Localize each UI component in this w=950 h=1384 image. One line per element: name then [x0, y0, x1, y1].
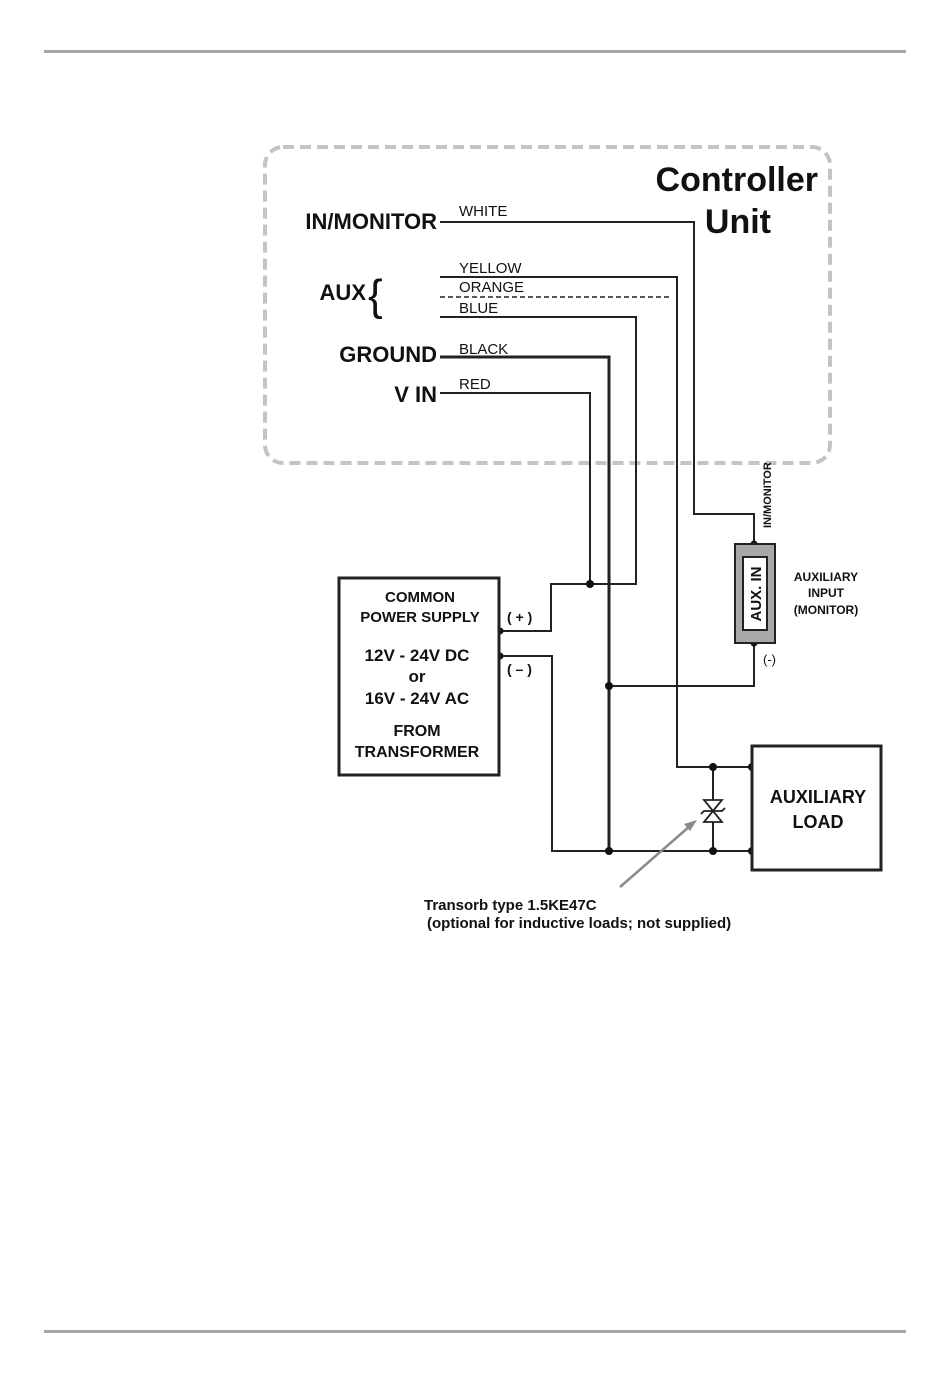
wire-label-black: BLACK	[459, 341, 508, 358]
wire-label-blue: BLUE	[459, 300, 498, 317]
junction-dot	[605, 847, 613, 855]
wire-aux-in-minus	[609, 643, 755, 687]
aux-input-inner	[742, 556, 768, 631]
junction-dot	[605, 682, 613, 690]
psu-plus-label: ( + )	[507, 609, 532, 625]
wire-red	[440, 392, 591, 584]
wire-label-white: WHITE	[459, 203, 507, 220]
terminal-vin-label: V IN	[394, 382, 437, 407]
power-supply-box	[337, 576, 501, 777]
aux-input-desc-line1: AUXILIARY	[794, 570, 858, 584]
psu-line2: POWER SUPPLY	[360, 609, 479, 626]
wire-label-yellow: YELLOW	[459, 260, 522, 277]
aux-input-top-pin-label: IN/MONITOR	[762, 462, 774, 528]
aux-input-desc-line3: (MONITOR)	[794, 603, 858, 617]
wire-label-red: RED	[459, 376, 491, 393]
transorb-note-line2: (optional for inductive loads; not suppl…	[427, 915, 731, 932]
aux-input-minus-label: (-)	[763, 652, 776, 667]
terminal-aux-label: AUX	[320, 280, 367, 305]
junction-dot	[709, 847, 717, 855]
transorb-pointer-line	[619, 825, 691, 888]
controller-title-line1: Controller	[656, 161, 818, 199]
psu-line4: or	[409, 667, 426, 686]
terminal-ground-label: GROUND	[339, 342, 437, 367]
aux-input-desc-line2: INPUT	[808, 586, 845, 600]
terminal-in-monitor-label: IN/MONITOR	[305, 209, 437, 234]
aux-brace-icon: {	[368, 271, 383, 320]
aux-load-line2: LOAD	[793, 812, 844, 832]
controller-title-line2: Unit	[705, 203, 771, 241]
psu-minus-label: ( – )	[507, 661, 532, 677]
wire-psu-minus	[500, 655, 752, 852]
psu-line3: 12V - 24V DC	[365, 646, 470, 665]
wire-white	[440, 221, 755, 544]
header-rule	[44, 50, 906, 53]
auxiliary-load-box	[750, 744, 883, 872]
junction-dot	[709, 763, 717, 771]
transorb-diode-icon	[700, 799, 726, 823]
aux-load-line1: AUXILIARY	[770, 787, 866, 807]
transorb-note-line1: Transorb type 1.5KE47C	[424, 897, 597, 914]
aux-input-device-label: AUX. IN	[748, 566, 765, 621]
footer-rule	[44, 1330, 906, 1333]
psu-line6: FROM	[393, 723, 440, 740]
junction-dot	[586, 580, 594, 588]
psu-line1: COMMON	[385, 589, 455, 606]
transorb-pointer-arrowhead-icon	[684, 820, 697, 831]
psu-line5: 16V - 24V AC	[365, 689, 469, 708]
wire-label-orange: ORANGE	[459, 279, 524, 296]
psu-line7: TRANSFORMER	[355, 744, 480, 761]
controller-unit-boundary	[263, 145, 832, 465]
